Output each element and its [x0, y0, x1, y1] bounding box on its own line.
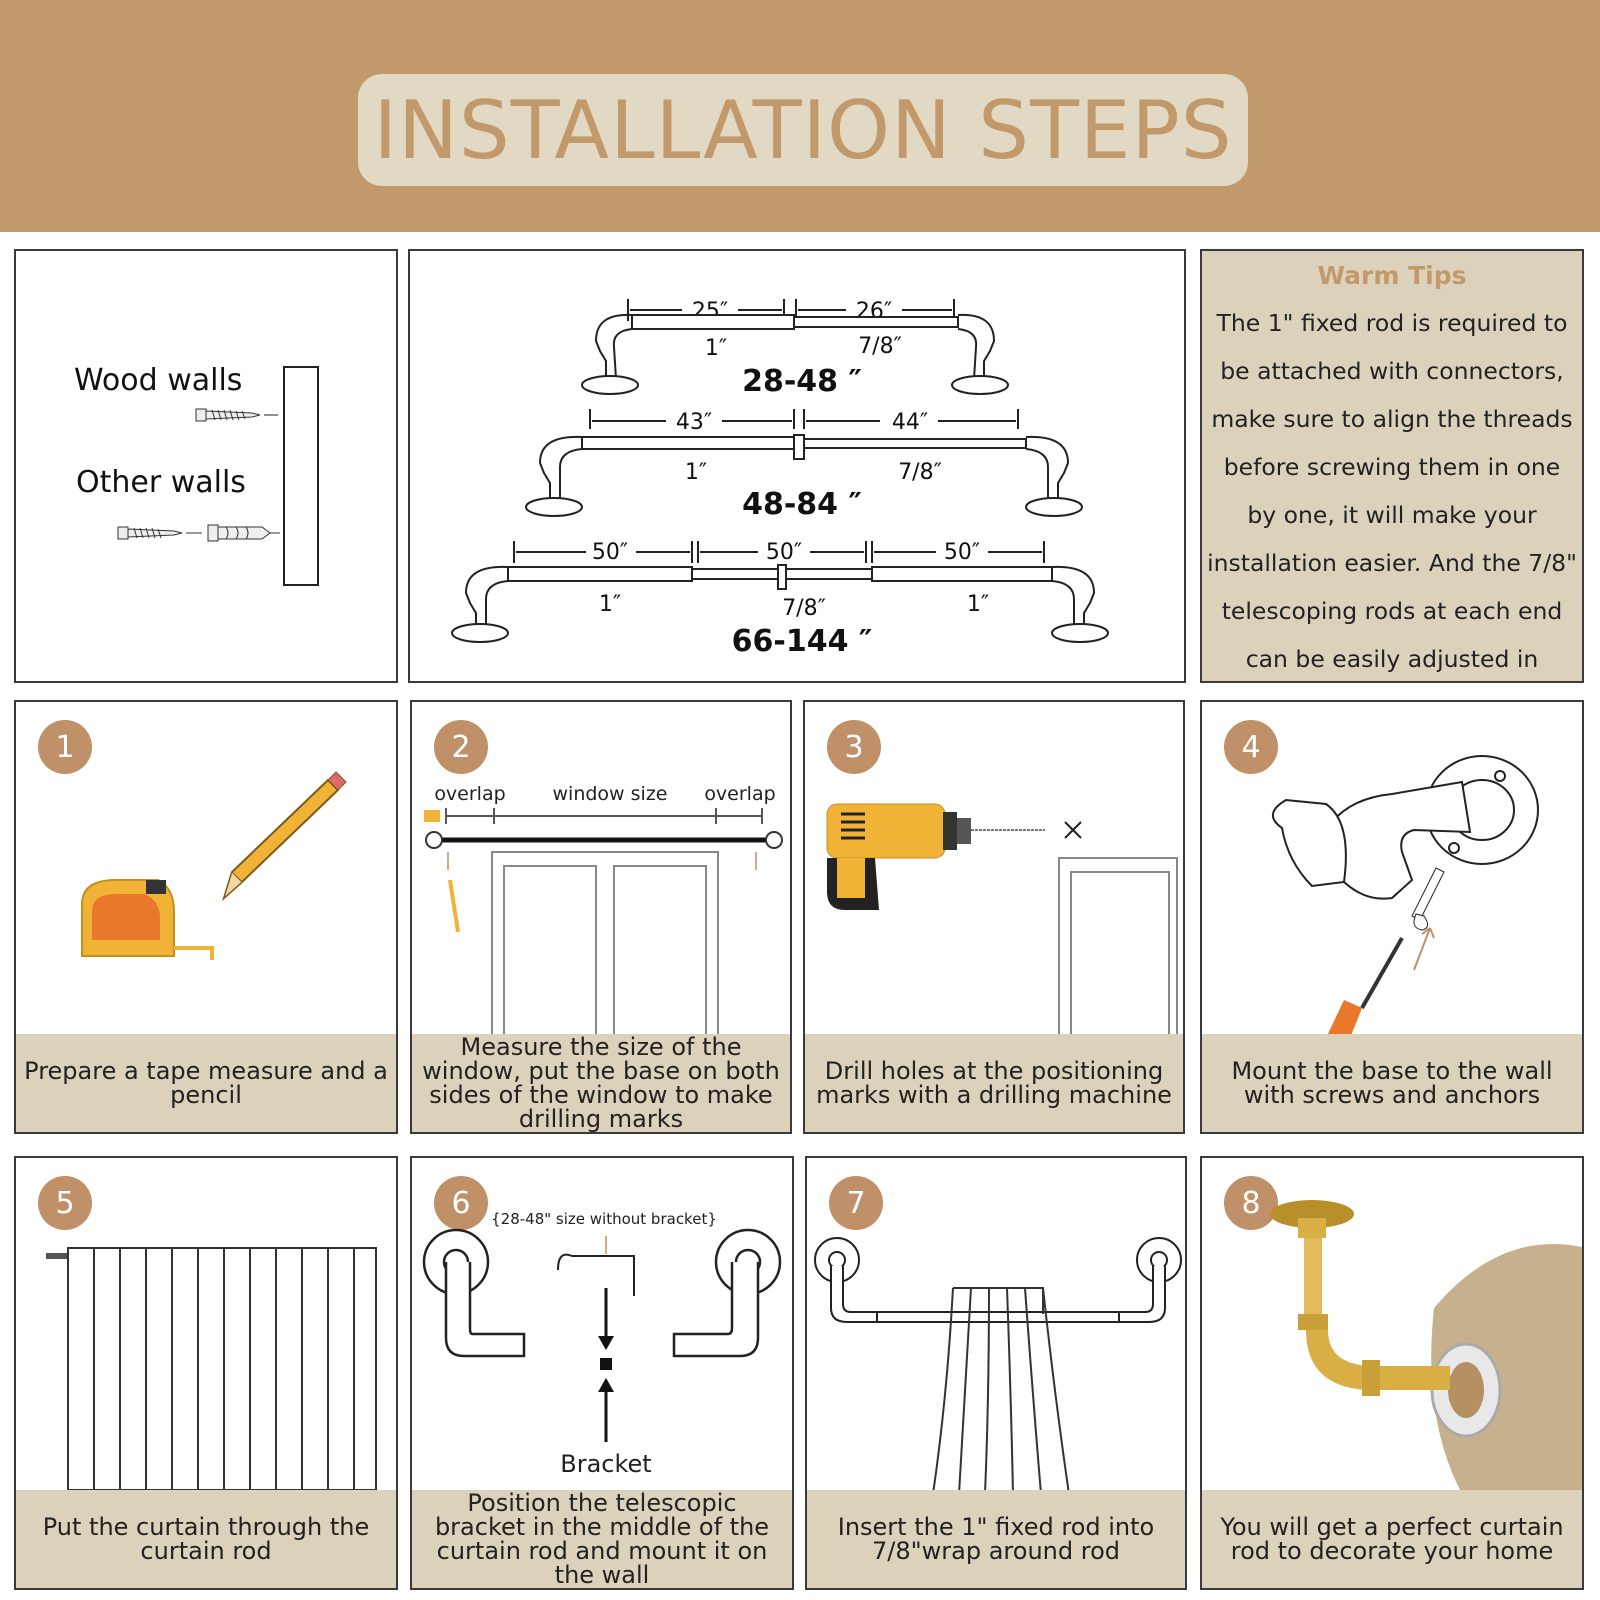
rod-icon [876, 1311, 1120, 1323]
step-6-badge: 6 [434, 1176, 488, 1230]
step-2-badge: 2 [434, 720, 488, 774]
set-c-middle-diameter: 7/8″ [782, 596, 826, 621]
wood-screw-icon [195, 408, 278, 422]
step-3-panel: 3 Drill holes at the positioning marks w… [803, 700, 1185, 1134]
step-1-panel: 1 Prepare a tape measure and a pencil [14, 700, 398, 1134]
step-3-badge: 3 [827, 720, 881, 774]
left-bracket-icon [814, 1237, 878, 1323]
screw-icon [1411, 867, 1445, 931]
step-8-badge: 8 [1224, 1176, 1278, 1230]
step-7-caption: Insert the 1" fixed rod into 7/8"wrap ar… [807, 1490, 1185, 1588]
wall-types-panel: Wood walls Other walls [14, 249, 398, 683]
mount-base-illustration [1272, 755, 1539, 1038]
bracket-hook-icon [557, 1253, 635, 1296]
step-1-caption: Prepare a tape measure and a pencil [16, 1034, 396, 1132]
step-7-panel: 7 Insert the 1" fixed rod into 7/8"wrap … [805, 1156, 1187, 1590]
wall-board-icon [283, 366, 319, 586]
arrow-up-icon [1413, 927, 1435, 971]
rod-set-66-144: 50″ 50″ 50″ 1″ 7/8″ 1″ 66-144 ″ [451, 540, 1109, 659]
wall-fastener-illustration [117, 366, 319, 586]
set-c-length-2: 50″ [766, 540, 802, 565]
finished-rod-illustration [1270, 1200, 1582, 1494]
header-banner: INSTALLATION STEPS [0, 0, 1600, 232]
rod-sizes-panel: 25″ 26″ 1″ 7/8″ 28-48 ″ 43″ 44″ [408, 249, 1186, 683]
warm-tips-body: The 1" fixed rod is required to be attac… [1207, 309, 1577, 673]
rod-set-28-48: 25″ 26″ 1″ 7/8″ 28-48 ″ [581, 299, 1009, 399]
curtain-illustration [46, 1247, 377, 1491]
set-a-left-diameter: 1″ [705, 336, 727, 361]
step-3-caption: Drill holes at the positioning marks wit… [805, 1034, 1183, 1132]
gold-bracket-icon [1270, 1200, 1450, 1396]
curtain-icon [932, 1287, 1070, 1494]
right-bracket-icon [1118, 1237, 1182, 1323]
window-icon [491, 851, 719, 1038]
pencil-icon [221, 771, 347, 902]
tape-and-pencil-illustration [81, 771, 347, 960]
bracket-note: {28-48" size without bracket} [491, 1210, 717, 1228]
overlap-left-label: overlap [434, 783, 505, 805]
overlap-right-label: overlap [704, 783, 775, 805]
bracket-block-icon [600, 1358, 612, 1370]
bracket-label: Bracket [560, 1450, 651, 1478]
step-5-badge: 5 [38, 1176, 92, 1230]
step-2-panel: 2 overlap window size overlap Measure th… [410, 700, 792, 1134]
drill-illustration [826, 803, 1178, 1038]
set-b-range: 48-84 ″ [742, 487, 862, 522]
anchor-screw-icon [117, 524, 280, 542]
step-4-caption: Mount the base to the wall with screws a… [1202, 1034, 1582, 1132]
drill-icon [826, 803, 1045, 910]
title-pill: INSTALLATION STEPS [358, 74, 1248, 186]
step-4-badge: 4 [1224, 720, 1278, 774]
warm-tips-title: Warm Tips [1317, 261, 1467, 290]
window-icon [1058, 857, 1178, 1038]
rod-sizes-diagram: 25″ 26″ 1″ 7/8″ 28-48 ″ 43″ 44″ [451, 299, 1109, 659]
step-2-caption: Measure the size of the window, put the … [412, 1034, 790, 1132]
step-6-caption: Position the telescopic bracket in the m… [412, 1490, 792, 1588]
wood-walls-label: Wood walls [74, 363, 243, 398]
set-c-left-diameter: 1″ [599, 592, 621, 617]
right-elbow-icon [672, 1228, 782, 1358]
close-icon [1064, 821, 1082, 839]
window-size-label: window size [553, 783, 668, 805]
step-8-caption: You will get a perfect curtain rod to de… [1202, 1490, 1582, 1588]
step-4-panel: 4 Mount the base to the wall with screws… [1200, 700, 1584, 1134]
rod-assembly-illustration [814, 1237, 1182, 1494]
pencil-small-icon [448, 879, 460, 933]
set-c-length-3: 50″ [944, 540, 980, 565]
bracket-illustration: {28-48" size without bracket} Bracket [422, 1210, 782, 1478]
measure-window-illustration: overlap window size overlap [424, 783, 783, 1038]
pipe-elbow-icon [1272, 780, 1472, 900]
set-c-right-diameter: 1″ [967, 592, 989, 617]
set-b-right-diameter: 7/8″ [898, 460, 942, 485]
set-b-right-length: 44″ [892, 410, 928, 435]
set-b-left-length: 43″ [676, 410, 712, 435]
step-5-panel: 5 Put the curtain through the curtain ro… [14, 1156, 398, 1590]
rod-set-48-84: 43″ 44″ 1″ 7/8″ 48-84 ″ [525, 409, 1083, 522]
page-title: INSTALLATION STEPS [373, 83, 1233, 177]
step-1-badge: 1 [38, 720, 92, 774]
screwdriver-icon [1326, 937, 1404, 1038]
step-5-caption: Put the curtain through the curtain rod [16, 1490, 396, 1588]
other-walls-label: Other walls [76, 465, 246, 500]
set-a-right-diameter: 7/8″ [858, 334, 902, 359]
step-6-panel: 6 {28-48" size without bracket} Bracket … [410, 1156, 794, 1590]
set-c-range: 66-144 ″ [732, 624, 873, 659]
tape-measure-icon [81, 879, 214, 960]
step-7-badge: 7 [829, 1176, 883, 1230]
set-a-range: 28-48 ″ [742, 364, 862, 399]
warm-tips-panel: Warm Tips The 1" fixed rod is required t… [1200, 249, 1584, 683]
left-elbow-icon [422, 1228, 526, 1358]
tape-measure-small-icon [424, 810, 440, 822]
set-b-left-diameter: 1″ [685, 460, 707, 485]
curtain-icon [67, 1247, 377, 1491]
step-8-panel: 8 You will get a perfect curtain rod to … [1200, 1156, 1584, 1590]
set-c-length-1: 50″ [592, 540, 628, 565]
